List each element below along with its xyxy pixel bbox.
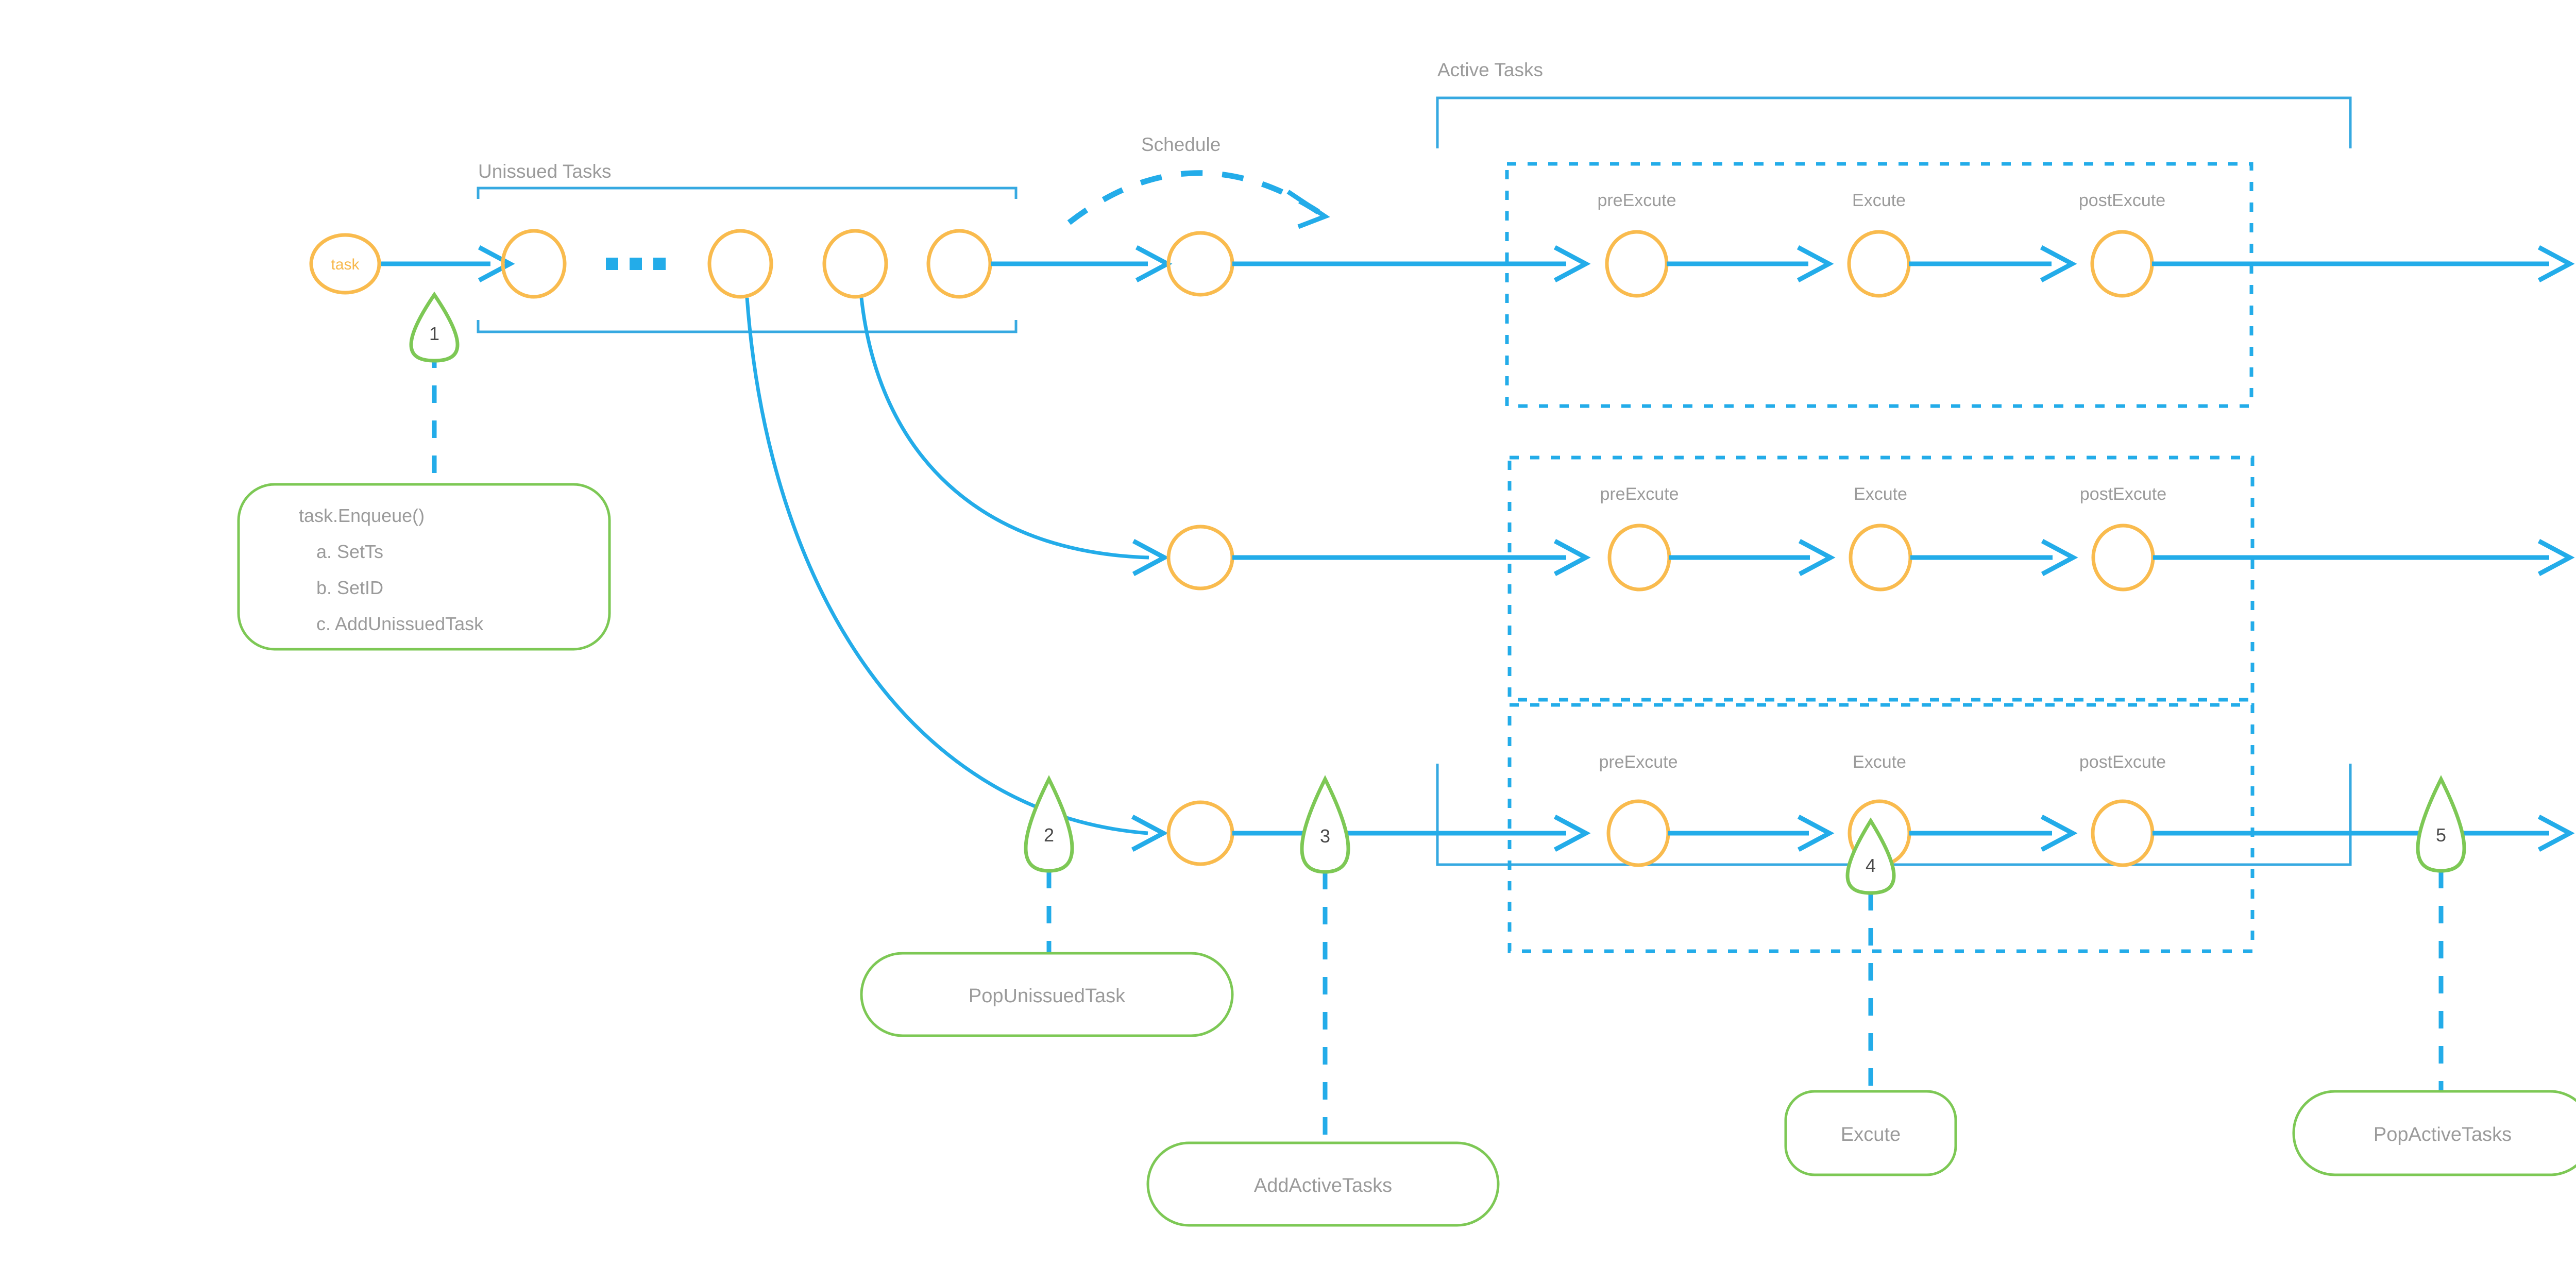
callout-1-marker-shape (409, 291, 460, 363)
row3-entry-arrow (1232, 815, 1591, 852)
stage-node-postexcute-row3 (2091, 799, 2155, 867)
callout-3-marker-shape (1300, 775, 1350, 874)
scheduled-node-row1 (1166, 231, 1234, 297)
start-task-label: task (331, 256, 360, 273)
stage-node-excute-row2 (1849, 524, 1912, 592)
callout-4-marker-shape (1845, 817, 1896, 895)
branch-curve-row3 (745, 297, 1168, 852)
callout-5-box[interactable] (2292, 1090, 2576, 1176)
callout-2-marker-shape (1024, 775, 1074, 873)
stage-node-preexcute-row2 (1607, 524, 1671, 592)
queue-node-3 (822, 229, 888, 299)
row3-exit-arrow (2153, 815, 2575, 852)
stage-node-postexcute-row1 (2090, 230, 2154, 298)
callout-1-line-1: a. SetTs (316, 541, 383, 562)
stage-label-excute-row3: Excute (1853, 752, 1906, 772)
stage-label-preexcute-row2: preExcute (1600, 484, 1679, 504)
callout-1-line-0: task.Enqueue() (299, 505, 425, 526)
callout-3-marker-number: 3 (1320, 825, 1330, 847)
callout-5[interactable]: 5 PopActiveTasks (2292, 775, 2576, 1176)
scheduled-node-row3 (1166, 800, 1234, 866)
stage-label-postexcute-row1: postExcute (2079, 191, 2165, 210)
callout-4-box[interactable] (1784, 1090, 1957, 1176)
queue-node-1 (501, 229, 567, 299)
unissued-tasks-title: Unissued Tasks (478, 161, 611, 182)
row2-exit-arrow (2153, 539, 2575, 576)
callout-3[interactable]: 3 AddActiveTasks (1146, 775, 1500, 1227)
row1-entry-arrow (1232, 245, 1591, 282)
stage-node-preexcute-row1 (1605, 230, 1669, 298)
callout-5-marker-shape (2416, 775, 2466, 873)
scheduled-node-row2 (1166, 525, 1234, 591)
stage-label-excute-row2: Excute (1854, 484, 1907, 504)
queue-node-4 (926, 229, 992, 299)
branch-curve-row2 (859, 297, 1170, 576)
stage-label-preexcute-row1: preExcute (1597, 191, 1676, 210)
callout-2-label: PopUnissuedTask (969, 985, 1126, 1007)
stage-node-excute-row1 (1847, 230, 1911, 298)
callout-1-box[interactable] (237, 483, 611, 651)
callout-1[interactable]: 1 task.Enqueue() a. SetTs b. SetID c. Ad… (237, 291, 611, 651)
schedule-title: Schedule (1141, 134, 1221, 155)
callout-2-marker-number: 2 (1044, 824, 1054, 846)
schedule-dashed-arrow (1067, 170, 1330, 229)
stage-node-preexcute-row3 (1606, 799, 1670, 867)
pipeline-row1: preExcute Excute postExcute (1597, 191, 2165, 298)
pipeline-box-row1 (1505, 162, 2253, 408)
stage-node-postexcute-row2 (2091, 524, 2155, 592)
stage-label-postexcute-row2: postExcute (2080, 484, 2166, 504)
callout-5-marker-number: 5 (2436, 824, 2446, 846)
queue-node-2 (707, 229, 773, 299)
callout-1-line-2: b. SetID (316, 577, 383, 598)
callout-4[interactable]: 4 Excute (1784, 817, 1957, 1176)
active-tasks-bracket (1436, 96, 2352, 866)
unissued-queue-nodes (501, 229, 992, 299)
row1-exit-arrow (2152, 245, 2575, 282)
callout-1-line-3: c. AddUnissuedTask (316, 613, 484, 634)
callout-2-box[interactable] (860, 952, 1234, 1037)
callout-3-box[interactable] (1146, 1141, 1500, 1227)
callout-4-marker-number: 4 (1866, 855, 1876, 876)
active-tasks-title: Active Tasks (1437, 59, 1543, 80)
enqueue-arrow (381, 245, 515, 282)
pipeline-row3: preExcute Excute postExcute (1599, 752, 2166, 867)
stage-label-excute-row1: Excute (1852, 191, 1906, 210)
schedule-input-arrow (991, 245, 1173, 282)
pipeline-row2: preExcute Excute postExcute (1600, 484, 2166, 592)
callout-4-label: Excute (1841, 1124, 1901, 1145)
callout-2[interactable]: 2 PopUnissuedTask (860, 775, 1234, 1037)
stage-label-postexcute-row3: postExcute (2079, 752, 2166, 772)
row2-entry-arrow (1232, 539, 1591, 576)
unissued-tasks-bracket (477, 187, 1018, 333)
start-task-node: task (309, 233, 381, 295)
pipeline-box-row3 (1507, 703, 2255, 953)
queue-ellipsis-icon (606, 258, 666, 270)
pipeline-box-row2 (1507, 456, 2255, 702)
callout-5-label: PopActiveTasks (2374, 1124, 2512, 1145)
callout-1-marker-number: 1 (429, 323, 439, 344)
callout-3-label: AddActiveTasks (1254, 1175, 1392, 1196)
stage-label-preexcute-row3: preExcute (1599, 752, 1677, 772)
